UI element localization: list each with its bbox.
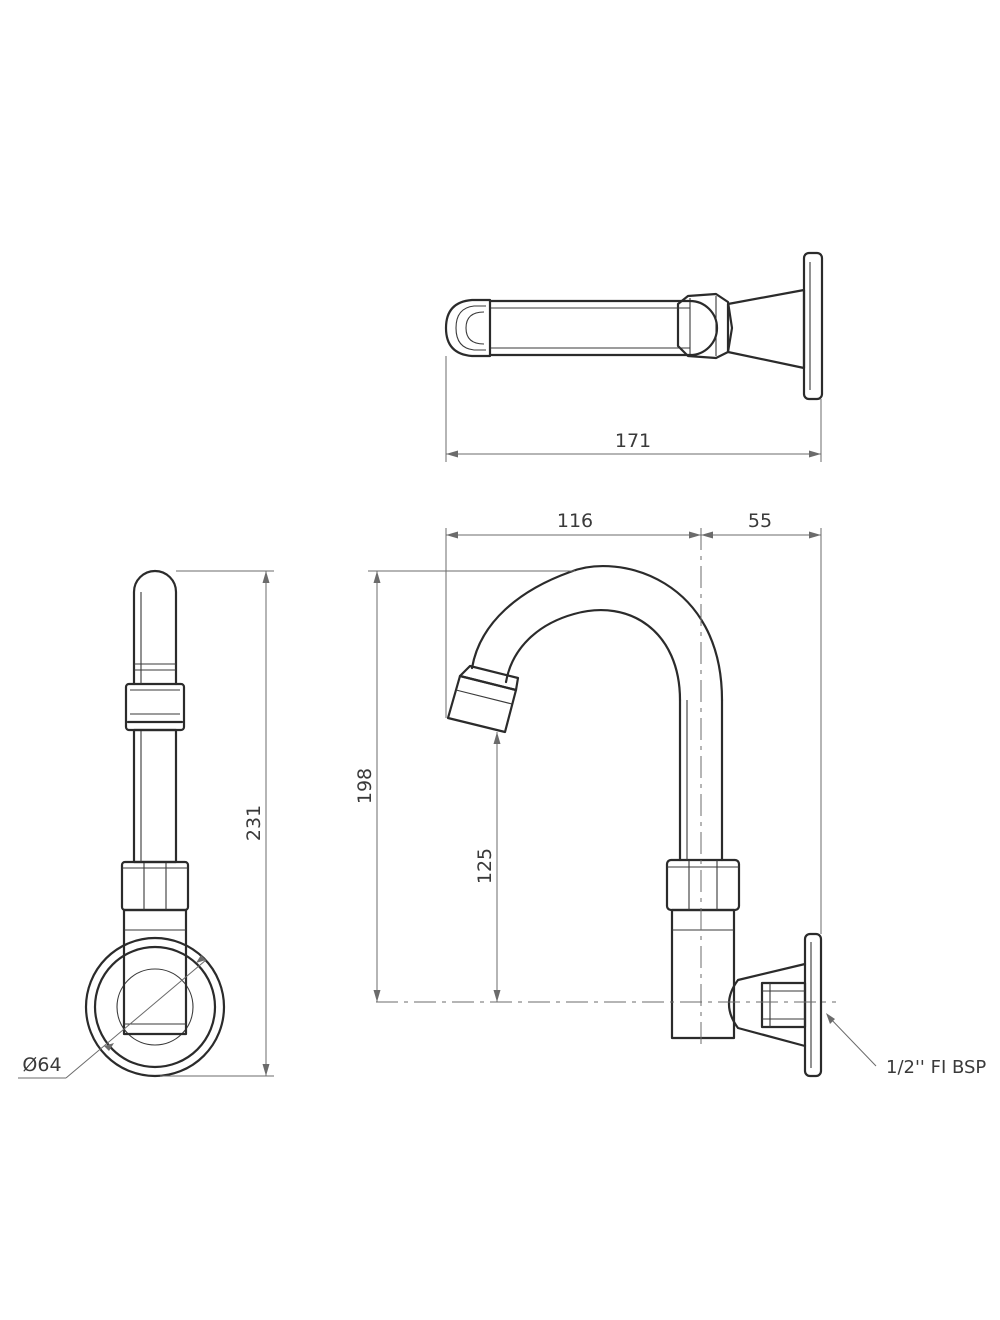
side-lower-pipe <box>132 728 178 864</box>
side-body <box>122 908 188 1036</box>
front-hex-nut <box>665 858 741 912</box>
top-view: 171 <box>444 251 824 462</box>
top-spout-pipe <box>488 299 719 357</box>
dim-label-116: 116 <box>557 510 593 532</box>
thread-leader <box>827 1015 877 1067</box>
side-flange-inner <box>93 945 217 1069</box>
side-hex-nut <box>120 860 190 912</box>
front-wall-plate <box>803 932 823 1078</box>
side-upper-pipe <box>132 569 178 686</box>
front-aerator <box>446 674 518 734</box>
side-view: 231 Ø64 <box>18 569 274 1079</box>
front-body <box>670 908 736 1040</box>
dim-label-231: 231 <box>243 805 265 841</box>
dim-label-198: 198 <box>354 768 376 804</box>
dim-label-171: 171 <box>615 430 651 452</box>
top-wall-plate <box>802 251 824 401</box>
front-gooseneck <box>470 565 724 702</box>
dim-label-55: 55 <box>748 510 772 532</box>
top-hex-nut <box>676 292 734 360</box>
front-bracket <box>727 962 807 1048</box>
top-aerator <box>444 298 492 358</box>
front-view: 116 55 198 125 1/2'' FI BSP <box>354 510 986 1078</box>
thread-callout-label: 1/2'' FI BSP <box>886 1057 986 1078</box>
dim-label-125: 125 <box>474 848 496 884</box>
diameter-leader <box>65 959 207 1079</box>
side-flange-outer <box>84 936 226 1078</box>
side-aerator <box>124 682 186 732</box>
top-bracket <box>726 288 806 370</box>
dim-label-diameter: Ø64 <box>22 1054 61 1076</box>
front-threaded-inlet <box>760 981 807 1029</box>
